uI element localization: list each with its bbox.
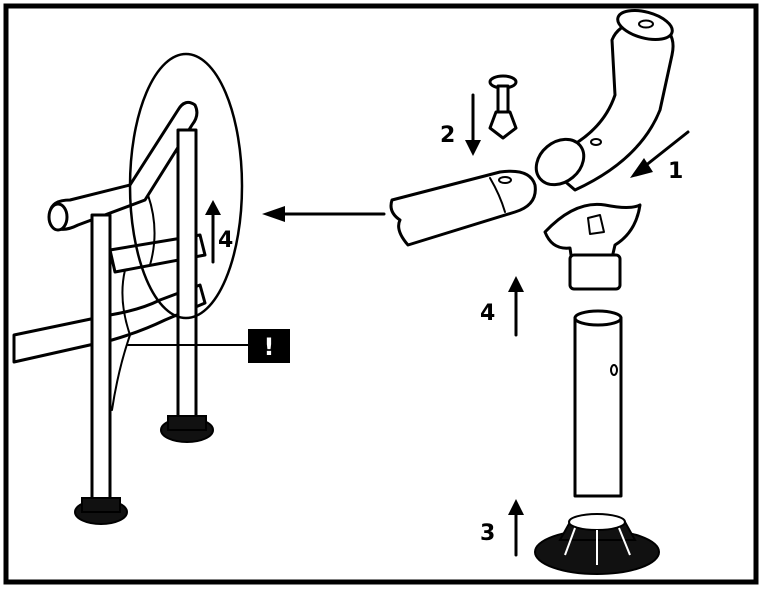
arrow-up-assembled-head	[205, 200, 221, 215]
warning-badge	[248, 329, 290, 363]
foot-left	[74, 497, 128, 525]
warning-badge-text: !	[264, 333, 275, 361]
rail-handle	[48, 100, 199, 231]
post-left	[90, 213, 112, 502]
vertical-post-tube	[573, 309, 623, 498]
step-label-3: 3	[480, 521, 495, 546]
assembled-rail: 4 !	[12, 52, 290, 525]
base-foot	[534, 513, 660, 575]
saddle-connector	[543, 202, 642, 291]
clamp-right	[147, 194, 156, 266]
elbow-tube	[534, 9, 675, 192]
step-label-1: 1	[668, 159, 683, 184]
arrow-step-1: 1	[630, 130, 690, 184]
arrow-step-4: 4	[480, 276, 524, 337]
post-right	[176, 128, 198, 420]
arrow-step-2: 2	[440, 93, 481, 156]
step-label-4: 4	[480, 301, 495, 326]
foot-right	[160, 415, 214, 443]
detail-callout-ellipse	[128, 52, 244, 320]
clamp-left	[111, 269, 131, 411]
step-label-2: 2	[440, 123, 455, 148]
locking-pin	[488, 74, 518, 140]
straight-tube	[389, 169, 537, 247]
step-label-4-assembled: 4	[218, 228, 233, 253]
rail-end-cap	[47, 202, 69, 232]
callout-arrow	[262, 206, 386, 222]
arrow-step-3: 3	[480, 499, 524, 557]
